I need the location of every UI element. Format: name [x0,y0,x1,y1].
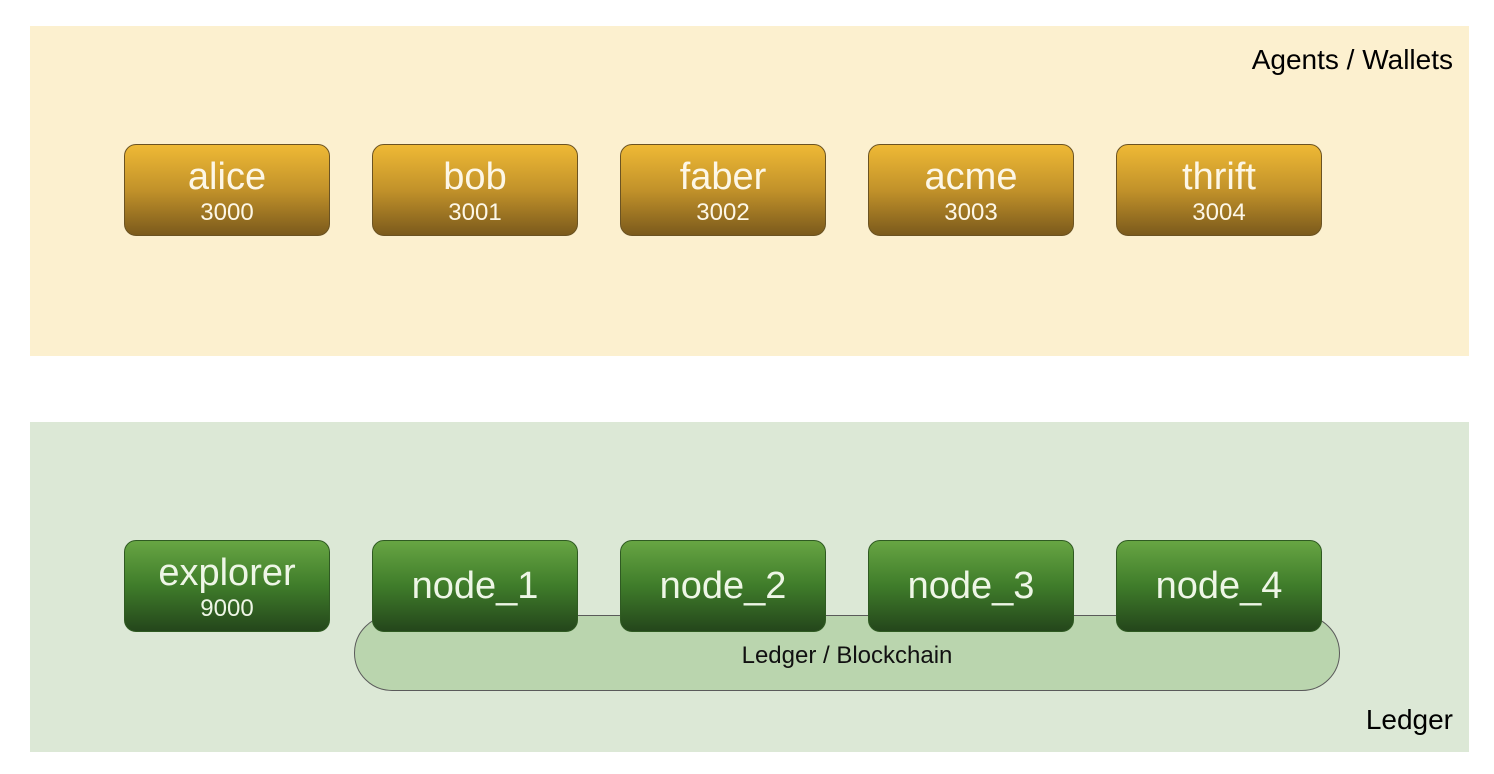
agent-box-acme: acme 3003 [868,144,1074,236]
node-box-3: node_3 [868,540,1074,632]
agent-port: 3003 [944,199,998,226]
agent-name: thrift [1182,156,1256,198]
agents-zone-label: Agents / Wallets [1251,44,1453,75]
agent-port: 3002 [696,199,750,226]
agent-name: faber [679,156,767,198]
explorer-box: explorer 9000 [124,540,330,632]
agent-port: 3004 [1192,199,1246,226]
agent-name: bob [443,156,507,198]
explorer-port: 9000 [200,595,254,622]
node-name: node_1 [411,565,539,607]
agent-box-bob: bob 3001 [372,144,578,236]
agent-box-faber: faber 3002 [620,144,826,236]
ledger-blockchain-label: Ledger / Blockchain [741,642,953,669]
agent-box-thrift: thrift 3004 [1116,144,1322,236]
agent-name: alice [187,156,267,198]
node-name: node_2 [659,565,787,607]
agent-name: acme [924,156,1018,198]
node-name: node_4 [1155,565,1283,607]
node-box-2: node_2 [620,540,826,632]
node-name: node_3 [907,565,1035,607]
agent-box-alice: alice 3000 [124,144,330,236]
explorer-name: explorer [158,552,296,594]
agent-port: 3000 [200,199,254,226]
node-box-1: node_1 [372,540,578,632]
ledger-zone-label: Ledger [1365,704,1453,735]
node-box-4: node_4 [1116,540,1322,632]
agent-port: 3001 [448,199,502,226]
